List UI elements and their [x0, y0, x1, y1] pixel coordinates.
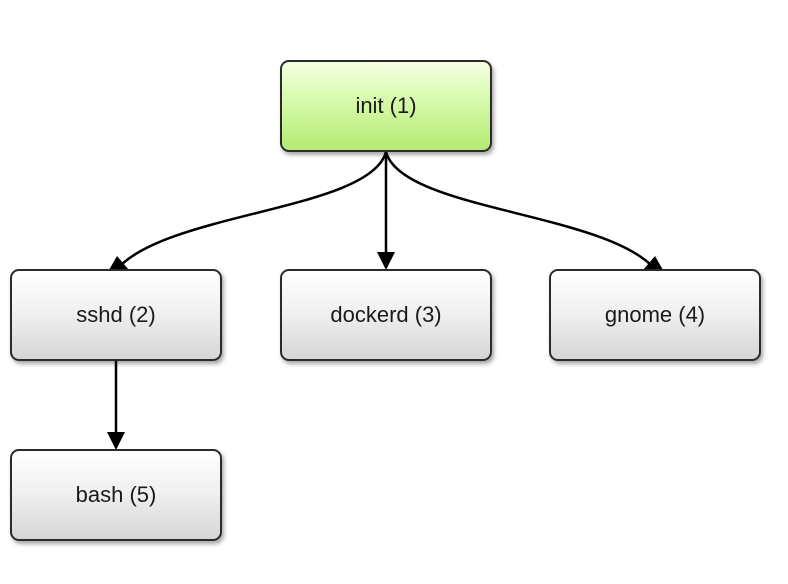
- node-gnome-label: gnome (4): [604, 302, 706, 327]
- arrowhead-dockerd: [377, 252, 395, 270]
- arrowhead-gnome: [643, 256, 663, 270]
- node-init[interactable]: init (1): [280, 60, 492, 152]
- arrowhead-sshd: [109, 256, 129, 270]
- node-gnome[interactable]: gnome (4): [549, 269, 761, 361]
- node-sshd[interactable]: sshd (2): [10, 269, 222, 361]
- node-init-label: init (1): [355, 93, 417, 118]
- node-dockerd[interactable]: dockerd (3): [280, 269, 492, 361]
- arrowhead-bash: [107, 432, 125, 450]
- node-dockerd-label: dockerd (3): [330, 302, 442, 327]
- node-bash-label: bash (5): [75, 482, 157, 507]
- node-bash[interactable]: bash (5): [10, 449, 222, 541]
- node-sshd-label: sshd (2): [76, 302, 156, 327]
- edge-init-sshd: [117, 151, 388, 269]
- edge-init-gnome: [384, 151, 655, 269]
